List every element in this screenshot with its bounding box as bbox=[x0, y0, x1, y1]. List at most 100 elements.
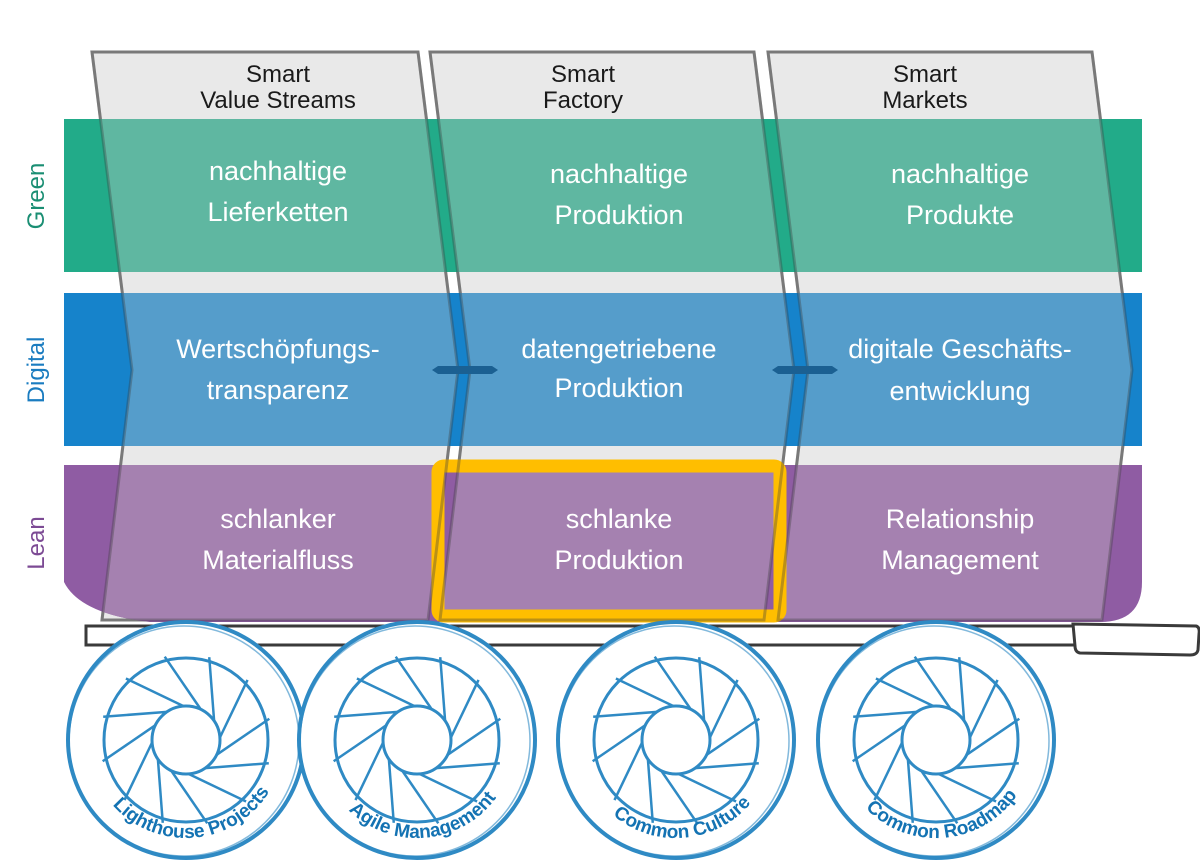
wheel-spoke bbox=[123, 741, 154, 801]
wheel-spoke bbox=[156, 759, 165, 823]
connector-arrow bbox=[772, 366, 838, 374]
cell-text-line-1: digitale Geschäfts- bbox=[848, 334, 1072, 364]
wheel-spoke bbox=[356, 677, 416, 708]
wheel-spoke bbox=[615, 677, 675, 708]
cell-text-line-1: schlanker bbox=[220, 504, 336, 534]
wheel-spoke bbox=[913, 655, 952, 711]
wheel-rim bbox=[852, 656, 1020, 824]
wheel-1 bbox=[66, 620, 306, 860]
cell-lean-markets: Relationship Management bbox=[881, 504, 1039, 575]
cell-text-line-2: Lieferketten bbox=[207, 197, 348, 227]
cell-text-line-1: Relationship bbox=[886, 504, 1035, 534]
wheel-spoke bbox=[937, 772, 997, 803]
wheel-spoke bbox=[401, 769, 440, 825]
cell-text-line-1: nachhaltige bbox=[550, 159, 688, 189]
wheel-spoke bbox=[906, 759, 915, 823]
wheel-spoke bbox=[697, 657, 706, 721]
cell-bg-lean-value-streams bbox=[92, 465, 458, 620]
cell-text-line-1: schlanke bbox=[566, 504, 673, 534]
column-title-line-2: Factory bbox=[543, 87, 623, 114]
bands-layer bbox=[64, 119, 1142, 623]
connector-arrow bbox=[432, 366, 498, 374]
wheel-spoke bbox=[163, 655, 202, 711]
wheel-spoke bbox=[853, 710, 917, 719]
wheel-spoke bbox=[187, 772, 247, 803]
wheel-spoke bbox=[205, 761, 269, 770]
wheel-spoke bbox=[851, 724, 907, 763]
wheel-spoke bbox=[660, 769, 699, 825]
cell-text-line-2: Produkte bbox=[906, 200, 1014, 230]
cell-green-factory: nachhaltige Produktion bbox=[550, 159, 688, 230]
wheel-spoke bbox=[103, 710, 167, 719]
column-title-line-1: Smart bbox=[893, 61, 957, 88]
wheel-spoke bbox=[965, 717, 1021, 756]
wheel-spoke bbox=[332, 724, 388, 763]
cell-bg-digital-markets bbox=[798, 293, 1132, 446]
wheel-spoke bbox=[613, 741, 644, 801]
wheel-hub bbox=[381, 704, 453, 776]
column-title-line-1: Smart bbox=[551, 61, 615, 88]
cell-text-line-1: Wertschöpfungs- bbox=[176, 334, 380, 364]
column-outline bbox=[90, 50, 460, 622]
cell-bg-green-value-streams bbox=[100, 119, 446, 272]
column-title-value-streams: Smart Value Streams bbox=[200, 61, 356, 114]
wheel-spoke bbox=[418, 772, 478, 803]
cell-text-line-2: transparenz bbox=[207, 375, 350, 405]
cell-text-line-2: Produktion bbox=[554, 545, 683, 575]
wheel-spoke bbox=[591, 724, 647, 763]
cell-green-value-streams: nachhaltige Lieferketten bbox=[207, 156, 348, 227]
wheel-spoke bbox=[873, 741, 904, 801]
cell-bg-digital-factory bbox=[460, 293, 794, 446]
cell-text-line-2: Produktion bbox=[554, 200, 683, 230]
cell-bg-lean-markets bbox=[768, 465, 1132, 620]
cell-text-line-2: Materialfluss bbox=[202, 545, 354, 575]
wheel-spoke bbox=[653, 655, 692, 711]
cell-lean-factory[interactable]: schlanke Produktion bbox=[554, 504, 683, 575]
wheel-hub bbox=[640, 704, 712, 776]
wheel-spoke bbox=[677, 772, 737, 803]
wheel-hub bbox=[150, 704, 222, 776]
wheel-spoke bbox=[449, 679, 480, 739]
wheel-4 bbox=[816, 620, 1056, 860]
cell-text-line-2: Produktion bbox=[554, 373, 683, 403]
cell-digital-value-streams: Wertschöpfungs- transparenz bbox=[176, 334, 380, 405]
cell-green-markets: nachhaltige Produkte bbox=[891, 159, 1029, 230]
wheel-spoke bbox=[394, 655, 433, 711]
wheel-spoke bbox=[354, 741, 385, 801]
wheel-3 bbox=[556, 620, 796, 860]
row-label-digital: Digital bbox=[23, 337, 50, 404]
wheel-spoke bbox=[218, 679, 249, 739]
wheel-spoke bbox=[387, 759, 396, 823]
cell-digital-factory: datengetriebene Produktion bbox=[521, 334, 716, 403]
cell-bg-lean-factory bbox=[430, 465, 794, 620]
highlight-frame bbox=[431, 459, 787, 623]
wheel-spoke bbox=[207, 657, 216, 721]
wheel-spoke bbox=[957, 657, 966, 721]
cell-text-line-2: entwicklung bbox=[889, 376, 1030, 406]
wheel-spoke bbox=[215, 717, 271, 756]
column-title-line-1: Smart bbox=[246, 61, 310, 88]
cell-bg-green-markets bbox=[776, 119, 1120, 272]
wheel-spoke bbox=[593, 710, 657, 719]
wheel-rim bbox=[592, 656, 760, 824]
wheel-spoke bbox=[875, 677, 935, 708]
cell-text-line-1: datengetriebene bbox=[521, 334, 716, 364]
column-title-factory: Smart Factory bbox=[543, 61, 623, 114]
wheel-rim bbox=[102, 656, 270, 824]
wheel-spoke bbox=[968, 679, 999, 739]
wheel-spoke bbox=[334, 710, 398, 719]
wheel-spoke bbox=[101, 724, 157, 763]
wheel-spoke bbox=[125, 677, 185, 708]
cell-bg-digital-value-streams bbox=[122, 293, 458, 446]
wheel-2 bbox=[297, 620, 537, 860]
wheel-spoke bbox=[436, 761, 500, 770]
cell-lean-value-streams: schlanker Materialfluss bbox=[202, 504, 354, 575]
cell-text-line-2: Management bbox=[881, 545, 1039, 575]
cell-text-line-1: nachhaltige bbox=[209, 156, 347, 186]
row-label-green: Green bbox=[23, 163, 50, 230]
column-title-line-2: Markets bbox=[882, 87, 967, 114]
wheel-spoke bbox=[446, 717, 502, 756]
wheel-spoke bbox=[708, 679, 739, 739]
wheel-spoke bbox=[170, 769, 209, 825]
